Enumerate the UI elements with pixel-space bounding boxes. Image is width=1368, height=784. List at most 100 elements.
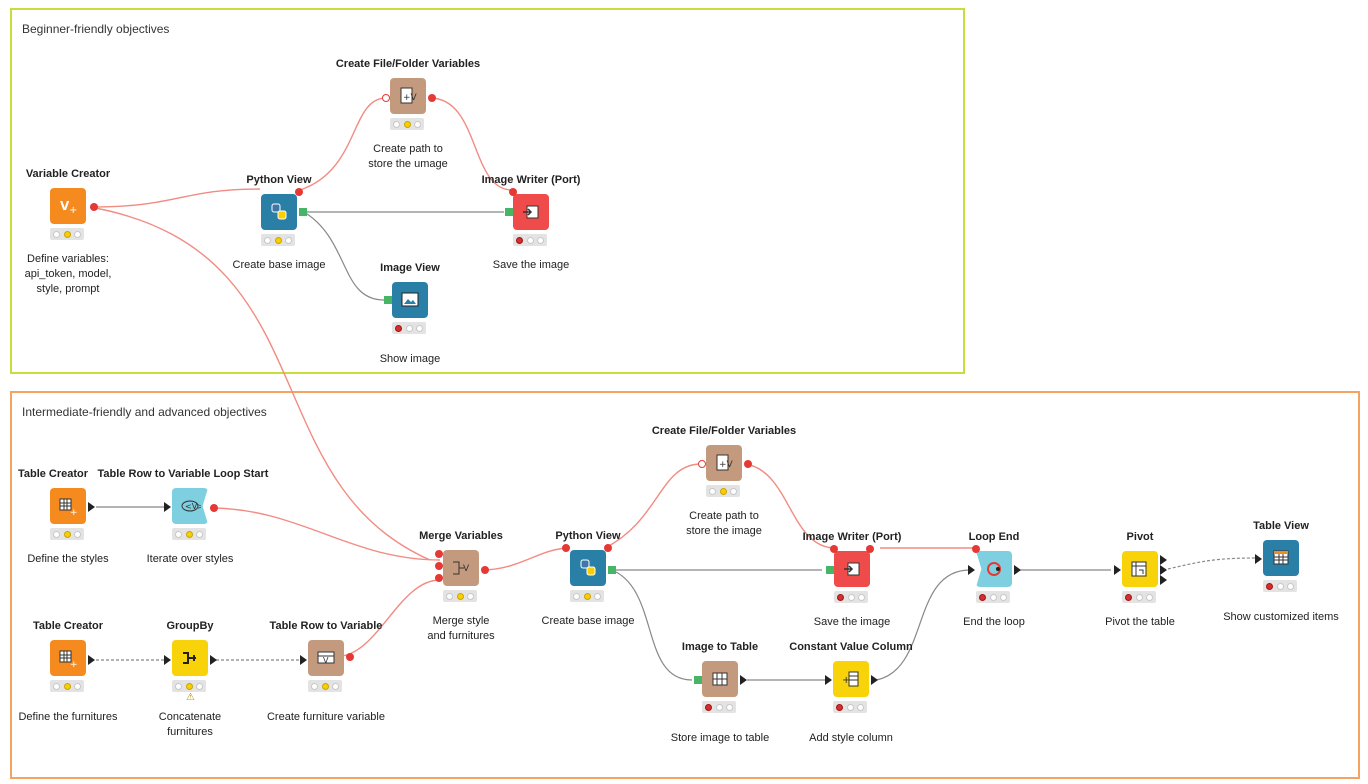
loop-end-icon[interactable]	[976, 551, 1012, 587]
data-in-port[interactable]	[300, 655, 307, 665]
flow-variable-in-port[interactable]	[382, 94, 390, 102]
node-title: Table Creator	[32, 620, 104, 632]
node-image-to-table[interactable]: Image to Table Store image to table	[660, 641, 780, 781]
svg-text:+V: +V	[403, 93, 418, 103]
data-in-port[interactable]	[164, 655, 171, 665]
node-status-indicator	[1122, 591, 1156, 603]
flow-variable-in-port[interactable]	[435, 550, 443, 558]
file-variable-icon[interactable]: +V	[390, 78, 426, 114]
node-status-indicator	[172, 680, 206, 692]
flow-variable-out-port[interactable]	[295, 188, 303, 196]
node-status-indicator	[513, 234, 547, 246]
image-view-icon[interactable]	[392, 282, 428, 318]
image-writer-icon[interactable]	[834, 551, 870, 587]
image-writer-icon[interactable]	[513, 194, 549, 230]
flow-variable-out-port[interactable]	[866, 545, 874, 553]
image-in-port[interactable]	[505, 208, 513, 216]
data-in-port[interactable]	[1255, 554, 1262, 564]
data-out-port[interactable]	[1160, 565, 1167, 575]
node-status-indicator	[308, 680, 342, 692]
python-icon[interactable]	[261, 194, 297, 230]
node-table-creator[interactable]: Table Creator + Define the styles	[8, 468, 128, 608]
flow-variable-out-port[interactable]	[744, 460, 752, 468]
node-loop-end[interactable]: Loop End End the loop	[934, 531, 1054, 671]
node-status-indicator	[976, 591, 1010, 603]
node-table-creator[interactable]: Table Creator + Define the furnitures	[8, 620, 128, 760]
node-image-view[interactable]: Image View Show image	[350, 262, 470, 402]
node-constant-value-column[interactable]: Constant Value Column + Add style column	[789, 641, 912, 781]
node-python-view[interactable]: Python View Create base image	[219, 174, 339, 314]
svg-text:+: +	[842, 675, 850, 686]
table-creator-icon[interactable]: +	[50, 488, 86, 524]
flow-variable-in-port[interactable]	[509, 188, 517, 196]
data-in-port[interactable]	[825, 675, 832, 685]
loop-start-icon[interactable]: <V>	[172, 488, 208, 524]
node-variable-creator[interactable]: Variable Creator V+ Define variables: ap…	[8, 168, 128, 308]
node-description: Store image to table	[670, 732, 770, 744]
flow-variable-in-port[interactable]	[698, 460, 706, 468]
node-pivot[interactable]: Pivot Pivot the table	[1080, 531, 1200, 671]
node-table-row-to-variable[interactable]: Table Row to Variable V Create furniture…	[266, 620, 386, 760]
data-out-port[interactable]	[740, 675, 747, 685]
svg-text:V: V	[323, 656, 329, 665]
image-in-port[interactable]	[826, 566, 834, 574]
svg-text:+V: +V	[719, 460, 734, 470]
data-out-port[interactable]	[210, 655, 217, 665]
flow-variable-out-port[interactable]	[428, 94, 436, 102]
data-out-port[interactable]	[1160, 555, 1167, 565]
data-out-port[interactable]	[88, 655, 95, 665]
data-out-port[interactable]	[1014, 565, 1021, 575]
flow-variable-in-port[interactable]	[435, 574, 443, 582]
variable-creator-icon[interactable]: V+	[50, 188, 86, 224]
node-description: Show image	[379, 353, 441, 365]
node-description: Create path to store the image	[686, 510, 762, 537]
node-description: Create base image	[232, 259, 326, 271]
merge-variables-icon[interactable]: V	[443, 550, 479, 586]
data-in-port[interactable]	[164, 502, 171, 512]
constant-column-icon[interactable]: +	[833, 661, 869, 697]
annotation-label: Beginner-friendly objectives	[22, 22, 170, 36]
image-to-table-icon[interactable]	[702, 661, 738, 697]
flow-variable-out-port[interactable]	[481, 566, 489, 574]
flow-variable-in-port[interactable]	[830, 545, 838, 553]
data-in-port[interactable]	[968, 565, 975, 575]
image-out-port[interactable]	[608, 566, 616, 574]
node-title: Create File/Folder Variables	[335, 58, 481, 70]
node-image-writer-port[interactable]: Image Writer (Port) Save the image	[792, 531, 912, 671]
node-status-indicator	[261, 234, 295, 246]
groupby-icon[interactable]	[172, 640, 208, 676]
node-groupby[interactable]: GroupBy ⚠ Concatenate furnitures	[130, 620, 250, 760]
flow-variable-out-port[interactable]	[346, 653, 354, 661]
flow-variable-in-port[interactable]	[435, 562, 443, 570]
flow-variable-out-port[interactable]	[90, 203, 98, 211]
image-in-port[interactable]	[694, 676, 702, 684]
file-variable-icon[interactable]: +V	[706, 445, 742, 481]
pivot-icon[interactable]	[1122, 551, 1158, 587]
node-table-view[interactable]: Table View Show customized items	[1221, 520, 1341, 660]
node-status-indicator	[50, 528, 84, 540]
data-in-port[interactable]	[1114, 565, 1121, 575]
node-merge-variables[interactable]: Merge Variables V Merge style and furnit…	[401, 530, 521, 670]
node-table-row-to-variable-loop-start[interactable]: Table Row to Variable Loop Start <V> Ite…	[98, 468, 269, 608]
node-description: End the loop	[963, 616, 1025, 628]
node-description: Define the styles	[27, 553, 109, 565]
table-creator-icon[interactable]: +	[50, 640, 86, 676]
node-create-file-folder-variables[interactable]: Create File/Folder Variables +V Create p…	[652, 425, 796, 565]
flow-variable-in-port[interactable]	[562, 544, 570, 552]
data-out-port[interactable]	[88, 502, 95, 512]
node-python-view[interactable]: Python View Create base image	[528, 530, 648, 670]
row-to-variable-icon[interactable]: V	[308, 640, 344, 676]
table-view-icon[interactable]	[1263, 540, 1299, 576]
image-in-port[interactable]	[384, 296, 392, 304]
node-status-indicator	[392, 322, 426, 334]
flow-variable-out-port[interactable]	[210, 504, 218, 512]
flow-variable-out-port[interactable]	[604, 544, 612, 552]
python-icon[interactable]	[570, 550, 606, 586]
data-out-port[interactable]	[1160, 575, 1167, 585]
image-out-port[interactable]	[299, 208, 307, 216]
data-out-port[interactable]	[871, 675, 878, 685]
node-image-writer-port[interactable]: Image Writer (Port) Save the image	[471, 174, 591, 314]
node-create-file-folder-variables[interactable]: Create File/Folder Variables +V Create p…	[336, 58, 480, 198]
node-title: Table Row to Variable Loop Start	[97, 468, 269, 480]
flow-variable-in-port[interactable]	[972, 545, 980, 553]
